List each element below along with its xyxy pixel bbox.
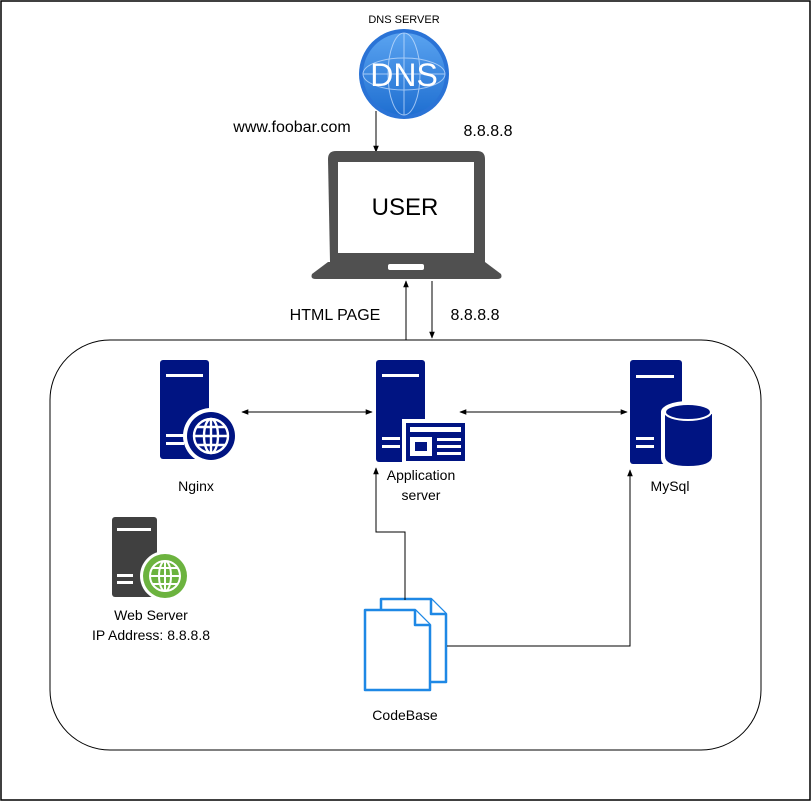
- web-server[interactable]: Web Server IP Address: 8.8.8.8: [92, 517, 210, 643]
- web-server-icon: [112, 517, 190, 601]
- user-label: USER: [372, 194, 439, 221]
- dns-caption: DNS SERVER: [368, 14, 439, 26]
- app-label-line2: server: [402, 487, 441, 503]
- web-server-globe-icon: [160, 360, 239, 464]
- dns-response-ip: 8.8.8.8: [464, 123, 513, 140]
- codebase-to-app-arrow: [373, 467, 406, 600]
- codebase[interactable]: CodeBase: [363, 597, 448, 723]
- request-ip-label: 8.8.8.8: [451, 307, 500, 324]
- database-server-icon: [630, 360, 716, 470]
- application-server-icon: [376, 360, 469, 465]
- dns-icon: DNS: [359, 29, 449, 119]
- dns-query-label: www.foobar.com: [232, 119, 350, 136]
- application-server[interactable]: Application server: [376, 360, 469, 503]
- codebase-to-mysql-arrow: [447, 469, 633, 647]
- webserver-label-line1: Web Server: [114, 607, 188, 623]
- documents-icon: [363, 597, 448, 692]
- nginx-server[interactable]: Nginx: [160, 360, 239, 494]
- app-label-line1: Application: [387, 467, 456, 483]
- dns-icon-text: DNS: [370, 57, 438, 93]
- nginx-label: Nginx: [178, 478, 214, 494]
- laptop-icon[interactable]: USER: [311, 151, 502, 279]
- webserver-label-line2: IP Address: 8.8.8.8: [92, 627, 210, 643]
- codebase-label: CodeBase: [372, 707, 438, 723]
- dns-server[interactable]: DNS SERVER DNS: [359, 14, 449, 119]
- mysql-server[interactable]: MySql: [630, 360, 716, 494]
- html-page-label: HTML PAGE: [290, 307, 381, 324]
- mysql-label: MySql: [651, 478, 690, 494]
